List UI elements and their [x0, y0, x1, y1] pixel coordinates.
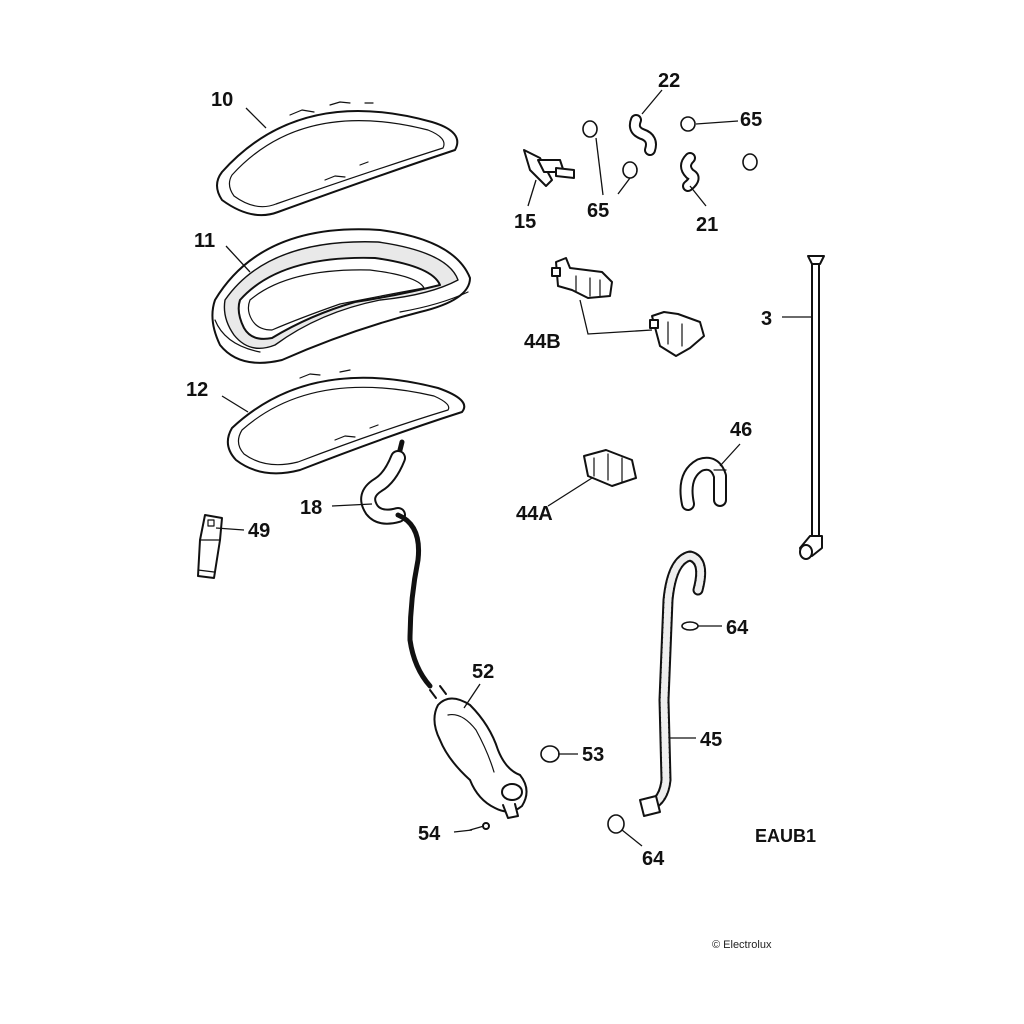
part-22-hose: [628, 114, 657, 156]
part-65-ring-b: [622, 161, 638, 179]
part-21-hose: [680, 152, 700, 192]
part-45-drain-hose: [639, 550, 707, 817]
label-53: 53: [582, 744, 604, 766]
part-54-screw: [469, 822, 490, 831]
label-11: 11: [194, 230, 215, 252]
label-52: 52: [472, 661, 494, 683]
label-64-b: 64: [642, 848, 665, 870]
part-65-ring-a: [582, 120, 598, 138]
copyright: © Electrolux: [712, 939, 772, 951]
part-52-pump: [429, 685, 528, 819]
part-53-ring: [540, 745, 560, 763]
part-65-ring-d: [742, 153, 758, 171]
label-10: 10: [211, 89, 233, 111]
part-64-ring: [607, 814, 625, 834]
label-65-b: 65: [587, 200, 609, 222]
part-44A-clip: [583, 449, 637, 487]
part-12-gasket: [226, 369, 466, 475]
label-22: 22: [658, 70, 680, 92]
label-65-a: 65: [740, 109, 762, 131]
part-44B-clip-b: [649, 311, 705, 357]
label-49: 49: [248, 520, 270, 542]
part-15-connector: [523, 149, 575, 187]
label-46: 46: [730, 419, 752, 441]
label-44B: 44B: [524, 331, 561, 353]
label-15: 15: [514, 211, 536, 233]
label-3: 3: [761, 308, 772, 330]
part-11-door-seal: [211, 228, 471, 364]
part-18-hose: [360, 439, 433, 689]
label-21: 21: [696, 214, 718, 236]
label-12: 12: [186, 379, 208, 401]
label-54: 54: [418, 823, 441, 845]
part-65-ring-c: [680, 116, 696, 132]
part-10-gasket: [216, 101, 459, 216]
label-18: 18: [300, 497, 322, 519]
label-64-a: 64: [726, 617, 749, 639]
label-44A: 44A: [516, 503, 553, 525]
label-45: 45: [700, 729, 722, 751]
leader-lines: [215, 89, 812, 847]
diagram-code: EAUB1: [755, 826, 816, 846]
part-44B-clip-a: [551, 257, 613, 299]
part-3-rod: [799, 255, 825, 560]
part-64-clamp: [681, 621, 699, 631]
part-46-elbow: [679, 456, 727, 511]
part-49-bracket: [197, 514, 223, 579]
